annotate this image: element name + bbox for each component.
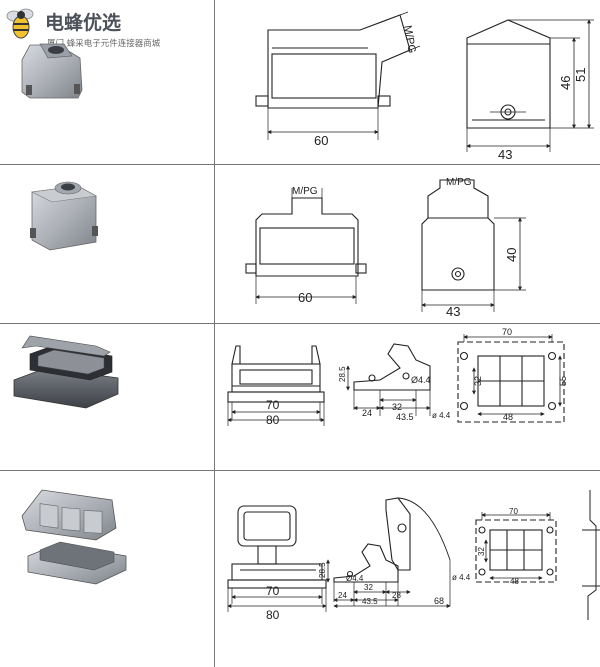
row-3-mount-drawing [457, 334, 565, 423]
row-3-profile-h1-label: 28.5 [338, 366, 347, 382]
row-4-mount-drawing [475, 490, 600, 620]
brand-tagline: 厦门 蜂采电子元件连接器商城 [47, 38, 161, 49]
row-3-profile-d1-label: 24 [362, 408, 372, 418]
row-3-mount-top-label: 70 [502, 327, 512, 337]
row-1-front-width-label: 60 [314, 133, 328, 148]
row-4-profile-d5-label: 68 [434, 596, 444, 606]
row-2-front-cable-label: M/PG [292, 186, 318, 197]
row-3-profile-d3-label: 43.5 [396, 412, 414, 422]
row-4-profile-h1-label: 28.5 [318, 562, 327, 578]
row-2-product-photo [30, 181, 98, 251]
row-3-product-photo [13, 335, 119, 409]
row-3-mount-hole-label: ø 4.4 [432, 411, 451, 420]
row-4-profile-drawing [326, 497, 451, 608]
brand-logo: 电蜂优选 厦门 蜂采电子元件连接器商城 [6, 8, 161, 49]
row-3-mount-right-label: 32 [473, 376, 483, 386]
row-4-mount-hole-label: ø 4.4 [452, 573, 471, 582]
row-4-front-inner-label: 70 [266, 584, 280, 598]
row-3-front-inner-label: 70 [266, 398, 280, 412]
row-1-side-height-outer-label: 51 [573, 68, 588, 82]
row-4-mount-top-label: 70 [509, 507, 518, 516]
row-3-front-outer-label: 80 [266, 413, 280, 427]
row-4-front-outer-label: 80 [266, 608, 280, 622]
row-3-front-drawing [227, 345, 325, 426]
row-2-front-width-label: 60 [298, 290, 312, 305]
row-4-profile-d1-label: 24 [338, 591, 347, 600]
row-4-mount-mid-label: 48 [510, 577, 519, 586]
row-1-side-drawing [466, 19, 594, 152]
row-2-side-drawing [421, 179, 526, 312]
row-1-cable-label: M/PG [401, 24, 418, 54]
row-1-side-height-inner-label: 46 [558, 76, 573, 90]
row-3-mount-mid-label: 48 [503, 412, 513, 422]
row-4-profile-d4-label: 28 [392, 591, 401, 600]
row-2-side-width-label: 43 [446, 304, 460, 319]
row-4-mount-right-label: 32 [477, 547, 486, 556]
row-4-profile-d3-label: 43.5 [362, 597, 378, 606]
row-1-side-width-label: 43 [498, 147, 512, 162]
row-2-side-height-label: 40 [504, 248, 519, 262]
row-4-product-photo [21, 489, 127, 585]
row-3-profile-hole-label: Ø4.4 [411, 375, 431, 385]
brand-name: 电蜂优选 [45, 11, 121, 34]
row-3-mount-right2-label: 55 [558, 376, 568, 386]
row-4-front-drawing [227, 505, 327, 612]
row-1-front-drawing [255, 11, 421, 140]
row-3-profile-drawing [346, 343, 431, 416]
bee-icon [6, 8, 34, 39]
row-4-profile-d2-label: 32 [364, 583, 373, 592]
row-3-profile-d2-label: 32 [392, 402, 402, 412]
row-2-side-cable-label: M/PG [446, 177, 472, 188]
row-2-front-drawing [245, 188, 367, 304]
row-1-product-photo [21, 43, 83, 99]
row-4-profile-hole-label: Ø4.4 [346, 574, 364, 583]
